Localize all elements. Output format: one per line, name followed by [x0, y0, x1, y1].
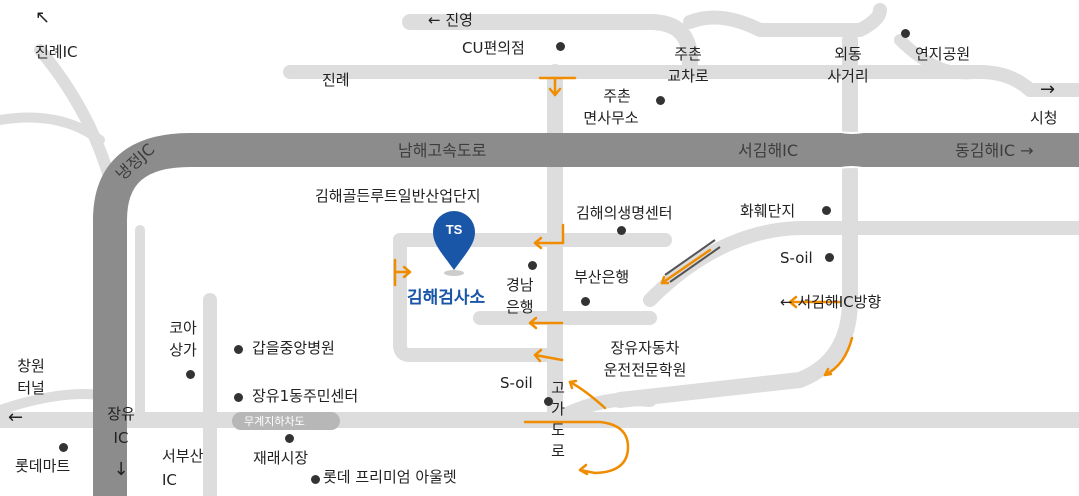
- label-changwon-arrow: ←: [8, 407, 24, 428]
- label-jangyu-ic-2: IC: [113, 429, 129, 447]
- label-soil-1: S-oil: [780, 249, 813, 267]
- life-center-dot: [617, 226, 626, 235]
- label-city-hall-arrow: →: [1040, 79, 1056, 100]
- label-oedong-1: 외동: [834, 45, 862, 63]
- gyeongnam-bank-dot: [528, 261, 537, 270]
- hwahwe-dot: [822, 206, 831, 215]
- label-jinrye: 진례: [322, 71, 350, 89]
- busan-bank-dot: [581, 297, 590, 306]
- soil-1-dot: [825, 253, 834, 262]
- label-seogimhae-ic: 서김해IC: [738, 141, 799, 160]
- label-jangyu-ic-1: 장유: [107, 405, 135, 423]
- label-busan-bank: 부산은행: [574, 268, 630, 286]
- koa-dot: [186, 370, 195, 379]
- label-koa-2: 상가: [169, 341, 197, 359]
- label-jangyu-driving-2: 운전전문학원: [603, 361, 687, 379]
- label-hwahwe: 화훼단지: [740, 202, 796, 220]
- label-oedong-2: 사거리: [827, 67, 869, 85]
- label-namhae-expressway: 남해고속도로: [398, 141, 487, 160]
- soil-2-dot: [544, 397, 553, 406]
- label-yeonji-park: 연지공원: [915, 45, 971, 63]
- label-golden-root: 김해골든루트일반산업단지: [315, 187, 481, 205]
- label-gyeongnam-bank-2: 은행: [506, 298, 534, 316]
- label-lotte-mart: 롯데마트: [15, 457, 71, 475]
- marker-text: TS: [445, 222, 463, 237]
- label-seobusan-2: IC: [162, 471, 177, 489]
- label-gyeongnam-bank-1: 경남: [506, 276, 534, 294]
- label-jangyu-ic-arrow: ↓: [113, 459, 129, 480]
- label-changwon-1: 창원: [17, 357, 45, 375]
- nw-arrow-icon: ↖: [35, 7, 51, 28]
- label-life-center: 김해의생명센터: [576, 204, 673, 222]
- label-cu: CU편의점: [462, 39, 525, 57]
- jangyu-center-dot: [234, 393, 243, 402]
- lotte-outlet-dot: [311, 475, 320, 484]
- label-target[interactable]: 김해검사소: [407, 288, 486, 308]
- label-juchon-junction-2: 교차로: [667, 67, 709, 85]
- label-juchon-office-1: 주촌: [603, 87, 631, 105]
- cu-dot: [556, 42, 565, 51]
- label-seobusan-1: 서부산: [162, 447, 204, 465]
- label-seogimhae-dir: ← 서김해IC방향: [780, 293, 882, 311]
- label-tunnel: 무계지하차도: [244, 415, 305, 428]
- yeonji-dot: [901, 29, 910, 38]
- label-donggimhae-ic: 동김해IC →: [955, 141, 1034, 160]
- label-jaerae: 재래시장: [253, 449, 309, 467]
- lotte-mart-dot: [59, 443, 68, 452]
- label-jinyeong: ← 진영: [428, 11, 473, 29]
- label-koa-1: 코아: [169, 319, 197, 337]
- label-jinrye-ic: 진례IC: [35, 43, 78, 61]
- label-soil-2: S-oil: [500, 374, 533, 392]
- juchon-office-dot: [656, 96, 665, 105]
- label-jangyu-center: 장유1동주민센터: [252, 387, 359, 405]
- label-city-hall: 시청: [1030, 109, 1058, 127]
- label-changwon-2: 터널: [17, 379, 45, 397]
- label-juchon-junction-1: 주촌: [674, 45, 702, 63]
- label-lotte-outlet: 롯데 프리미엄 아울렛: [323, 468, 457, 486]
- label-overpass: 고가도로: [551, 379, 565, 460]
- label-jangyu-driving-1: 장유자동차: [610, 339, 680, 357]
- label-juchon-office-2: 면사무소: [583, 109, 639, 127]
- label-gabeul: 갑을중앙병원: [252, 339, 335, 357]
- jaerae-dot: [285, 434, 294, 443]
- map-pin-icon[interactable]: TS: [431, 210, 477, 280]
- gabeul-dot: [234, 345, 243, 354]
